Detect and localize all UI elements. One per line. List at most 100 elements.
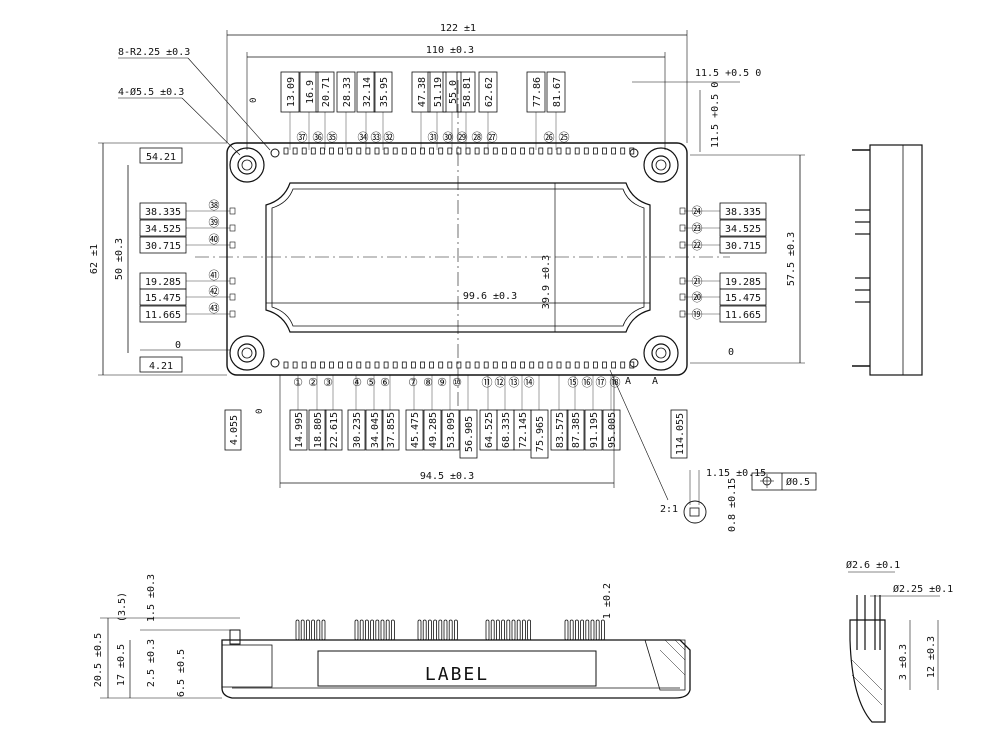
- bottom-dim-box: [289, 409, 308, 451]
- mount-hole-br: [643, 335, 679, 371]
- top-pin-number: ㊱: [313, 131, 324, 144]
- top-pin: [356, 147, 362, 155]
- bottom-pin: [383, 361, 389, 369]
- left-pin: [229, 293, 236, 301]
- bottom-pin: [338, 361, 344, 369]
- top-pin-number: ㉚: [443, 131, 454, 144]
- side-pin: [490, 619, 495, 641]
- right-pin-dim: 34.525: [725, 224, 761, 235]
- top-pin-dim: 35.95: [379, 77, 390, 107]
- dim-hole-spacing: 110 ±0.3: [426, 45, 474, 56]
- top-pin-number: ㉗: [487, 131, 498, 144]
- bottom-pin-number: ⑦: [408, 376, 418, 389]
- top-pin-dim: 51.19: [433, 77, 444, 107]
- side-pin: [380, 619, 385, 641]
- left-pin-dim: 15.475: [145, 293, 181, 304]
- side-pin: [422, 619, 427, 641]
- bottom-pin: [356, 361, 362, 369]
- top-pin: [347, 147, 353, 155]
- side-pin: [305, 619, 310, 641]
- bottom-dim-box: [602, 409, 621, 451]
- label-text: LABEL: [425, 664, 489, 685]
- left-pin-number: ㊴: [209, 216, 220, 229]
- bottom-dim-box: [365, 409, 384, 451]
- side-pin: [569, 619, 574, 641]
- left-pin-number: ㊳: [209, 199, 220, 212]
- top-pin: [538, 147, 544, 155]
- bottom-pin-number: ⑭: [524, 376, 535, 389]
- bottom-pin-number: ⑮: [568, 376, 579, 389]
- bottom-pin-number: ⑥: [380, 376, 390, 389]
- side-pin: [300, 619, 305, 641]
- top-pin: [447, 147, 453, 155]
- bottom-pin-dim: 14.995: [294, 412, 305, 448]
- side-pin: [370, 619, 375, 641]
- left-pin: [229, 277, 236, 285]
- module-window: [265, 182, 651, 333]
- top-pin-dim: 32.14: [362, 77, 373, 107]
- bottom-pin-number: ⑬: [509, 376, 520, 389]
- top-pin: [565, 147, 571, 155]
- side-pin: [359, 619, 364, 641]
- dim-right-114055: 114.055: [675, 413, 686, 455]
- top-pin: [583, 147, 589, 155]
- bottom-pin-number: ①: [293, 376, 303, 389]
- side-view-right: [852, 144, 923, 376]
- left-pin-dim: 19.285: [145, 277, 181, 288]
- top-pin: [338, 147, 344, 155]
- dim-pin-dia-26: Ø2.6 ±0.1: [846, 559, 900, 571]
- bottom-pin-dim: 64.525: [484, 412, 495, 448]
- bottom-pin-dim: 72.145: [518, 412, 529, 448]
- bottom-dim-box: [441, 409, 460, 451]
- side-pin: [390, 619, 395, 641]
- side-pin: [433, 619, 438, 641]
- bottom-pin-number: ⑩: [452, 376, 462, 389]
- top-pin-dim: 13.09: [286, 77, 297, 107]
- bottom-pin: [529, 361, 535, 369]
- dim-side-17: 17 ±0.5: [116, 644, 127, 686]
- bottom-pin-number: ⑤: [366, 376, 376, 389]
- top-pin-number: ㉝: [371, 131, 382, 144]
- top-pin: [319, 147, 325, 155]
- top-pin: [374, 147, 380, 155]
- dim-window-width: 99.6 ±0.3: [463, 291, 517, 302]
- bottom-pin-number: ⑯: [582, 376, 593, 389]
- top-pin: [511, 147, 516, 155]
- bottom-pin: [365, 361, 371, 369]
- bottom-pin-dim: 91.195: [589, 412, 600, 448]
- top-pin: [301, 147, 307, 155]
- left-pin-number: ㊷: [209, 285, 220, 298]
- bottom-pin-dim: 45.475: [410, 412, 421, 448]
- right-pin-number: ⑳: [692, 291, 703, 304]
- left-pin-number: ㊶: [209, 269, 220, 282]
- bottom-pin-row: [283, 361, 635, 369]
- dim-side-1: 1 ±0.2: [602, 583, 613, 619]
- left-pin: [229, 224, 236, 232]
- bottom-pin-dim: 75.965: [535, 416, 546, 452]
- dim-mount-holes: 4-Ø5.5 ±0.3: [118, 86, 184, 98]
- side-pin: [295, 619, 300, 641]
- dim-pin-span: 94.5 ±0.3: [420, 471, 474, 482]
- dim-side-65: 6.5 ±0.5: [176, 649, 187, 697]
- bottom-pin: [547, 361, 553, 369]
- side-pin: [448, 619, 453, 641]
- zero-top: 0: [249, 98, 259, 103]
- right-pin-number: ㉑: [692, 275, 703, 288]
- top-pin-number: ㊲: [297, 131, 308, 144]
- bottom-pin-dim: 56.905: [464, 416, 475, 452]
- bottom-pin: [347, 361, 353, 369]
- bottom-pin: [620, 361, 626, 369]
- left-pin-dim: 30.715: [145, 241, 181, 252]
- bottom-pin: [447, 361, 453, 369]
- dim-pin-3: 3 ±0.3: [898, 644, 909, 680]
- bottom-pin: [319, 361, 325, 369]
- side-pin: [438, 619, 443, 641]
- bottom-pin: [456, 361, 462, 369]
- top-pin-row: [283, 147, 635, 155]
- side-view-bottom: LABEL 20.5 ±0.5 17 ±0.5 (3.5) 1.5 ±0.3 2…: [93, 574, 691, 699]
- dim-pin-width: 1.15 ±0.15: [706, 468, 766, 479]
- side-pin: [522, 619, 526, 641]
- bottom-dim-box: [459, 409, 478, 459]
- section-mark-a1: A: [625, 376, 631, 387]
